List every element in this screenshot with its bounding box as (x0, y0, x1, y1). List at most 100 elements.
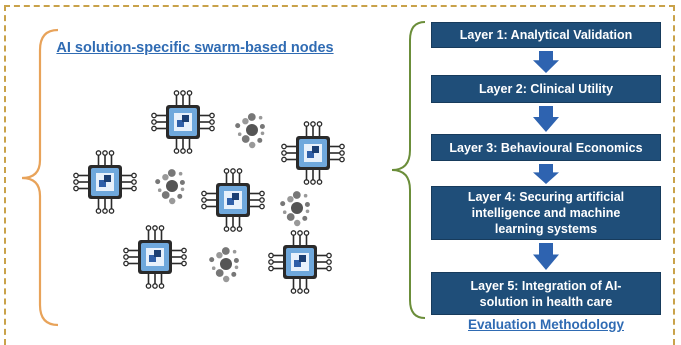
cluster-dot (294, 219, 301, 227)
microchip-icon (201, 168, 265, 232)
cluster-dot (286, 213, 295, 221)
pin-end (145, 283, 152, 289)
down-arrow-icon (533, 106, 559, 132)
down-arrow-icon (533, 243, 559, 270)
microchip-icon (123, 225, 187, 289)
pin-end (268, 252, 274, 259)
pin-end (102, 208, 108, 214)
pin-end (303, 230, 310, 236)
cluster-dot (223, 275, 230, 283)
pin-end (73, 172, 79, 179)
chip-square (177, 120, 184, 127)
pin-end (303, 288, 310, 294)
evaluation-methodology-title: Evaluation Methodology (467, 317, 624, 332)
pin-end (158, 225, 165, 231)
cluster-dot (169, 197, 176, 205)
chip-square (232, 193, 239, 200)
pin-end (173, 90, 180, 96)
pin-end (152, 225, 158, 231)
cluster-dot (287, 196, 294, 203)
pin-end (339, 143, 345, 150)
pin-end (108, 150, 115, 156)
cluster-dot (180, 187, 185, 192)
pin-end (326, 265, 332, 272)
pin-end (230, 168, 236, 174)
pin-end (131, 179, 137, 185)
cluster-dot (303, 193, 308, 198)
layer-1-box: Layer 1: Analytical Validation (431, 22, 661, 48)
pin-end (181, 247, 187, 254)
pin-end (290, 288, 297, 294)
pin-end (223, 226, 230, 232)
cluster-dot (167, 169, 176, 177)
cluster-dot (162, 174, 169, 181)
chip-square (294, 260, 301, 267)
cluster-dot (155, 179, 161, 185)
pin-end (181, 260, 187, 267)
swarm-cluster-icon (155, 169, 185, 205)
pin-end (223, 168, 230, 174)
pin-end (268, 265, 274, 272)
pin-end (145, 225, 152, 231)
pin-end (310, 179, 316, 185)
cluster-dot (177, 193, 183, 199)
swarm-cluster-icon (235, 113, 265, 149)
cluster-dot (215, 269, 224, 277)
chip-square (182, 115, 189, 122)
pin-end (230, 226, 236, 232)
cluster-center (246, 124, 258, 136)
swarm-nodes-title: AI solution-specific swarm-based nodes (56, 40, 334, 56)
cluster-dot (237, 132, 242, 136)
cluster-dot (161, 191, 170, 199)
pin-end (201, 203, 207, 210)
pin-end (131, 185, 137, 192)
chip-group (73, 90, 345, 294)
pin-end (131, 172, 137, 179)
cluster-dot (249, 141, 256, 149)
pin-end (303, 179, 310, 185)
pin-end (151, 119, 157, 125)
pin-end (209, 112, 215, 119)
layer-3-box: Layer 3: Behavioural Economics (431, 134, 661, 161)
pin-end (236, 226, 243, 232)
pin-end (180, 148, 186, 154)
pin-end (339, 150, 345, 156)
cluster-dot (235, 123, 241, 129)
cluster-dot (241, 135, 250, 143)
pin-end (236, 168, 243, 174)
pin-end (326, 259, 332, 265)
down-arrow-icon (533, 164, 559, 184)
cluster-dot (292, 191, 301, 199)
cluster-dot (178, 171, 183, 176)
pin-end (201, 190, 207, 197)
cluster-dot (209, 257, 215, 263)
pin-end (259, 190, 265, 197)
pin-end (281, 150, 287, 156)
layer-4-box: Layer 4: Securing artificial intelligenc… (431, 186, 661, 240)
pin-end (123, 260, 129, 267)
left-brace (21, 28, 59, 327)
cluster-group (155, 113, 310, 283)
down-arrow-icon (533, 51, 559, 73)
layer-2-box: Layer 2: Clinical Utility (431, 75, 661, 103)
pin-end (209, 125, 215, 132)
chip-square (149, 255, 156, 262)
cluster-dot (216, 252, 223, 259)
pin-end (73, 185, 79, 192)
pin-end (201, 197, 207, 203)
cluster-dot (247, 113, 256, 121)
pin-end (181, 254, 187, 260)
cluster-dot (305, 209, 310, 214)
pin-end (73, 179, 79, 185)
pin-end (290, 230, 297, 236)
pin-end (310, 121, 316, 127)
swarm-cluster-icon (209, 247, 239, 283)
chip-square (307, 151, 314, 158)
pin-end (281, 143, 287, 150)
cluster-dot (280, 201, 286, 207)
pin-end (316, 179, 323, 185)
pin-end (297, 288, 303, 294)
pin-end (151, 112, 157, 119)
pin-end (151, 125, 157, 132)
